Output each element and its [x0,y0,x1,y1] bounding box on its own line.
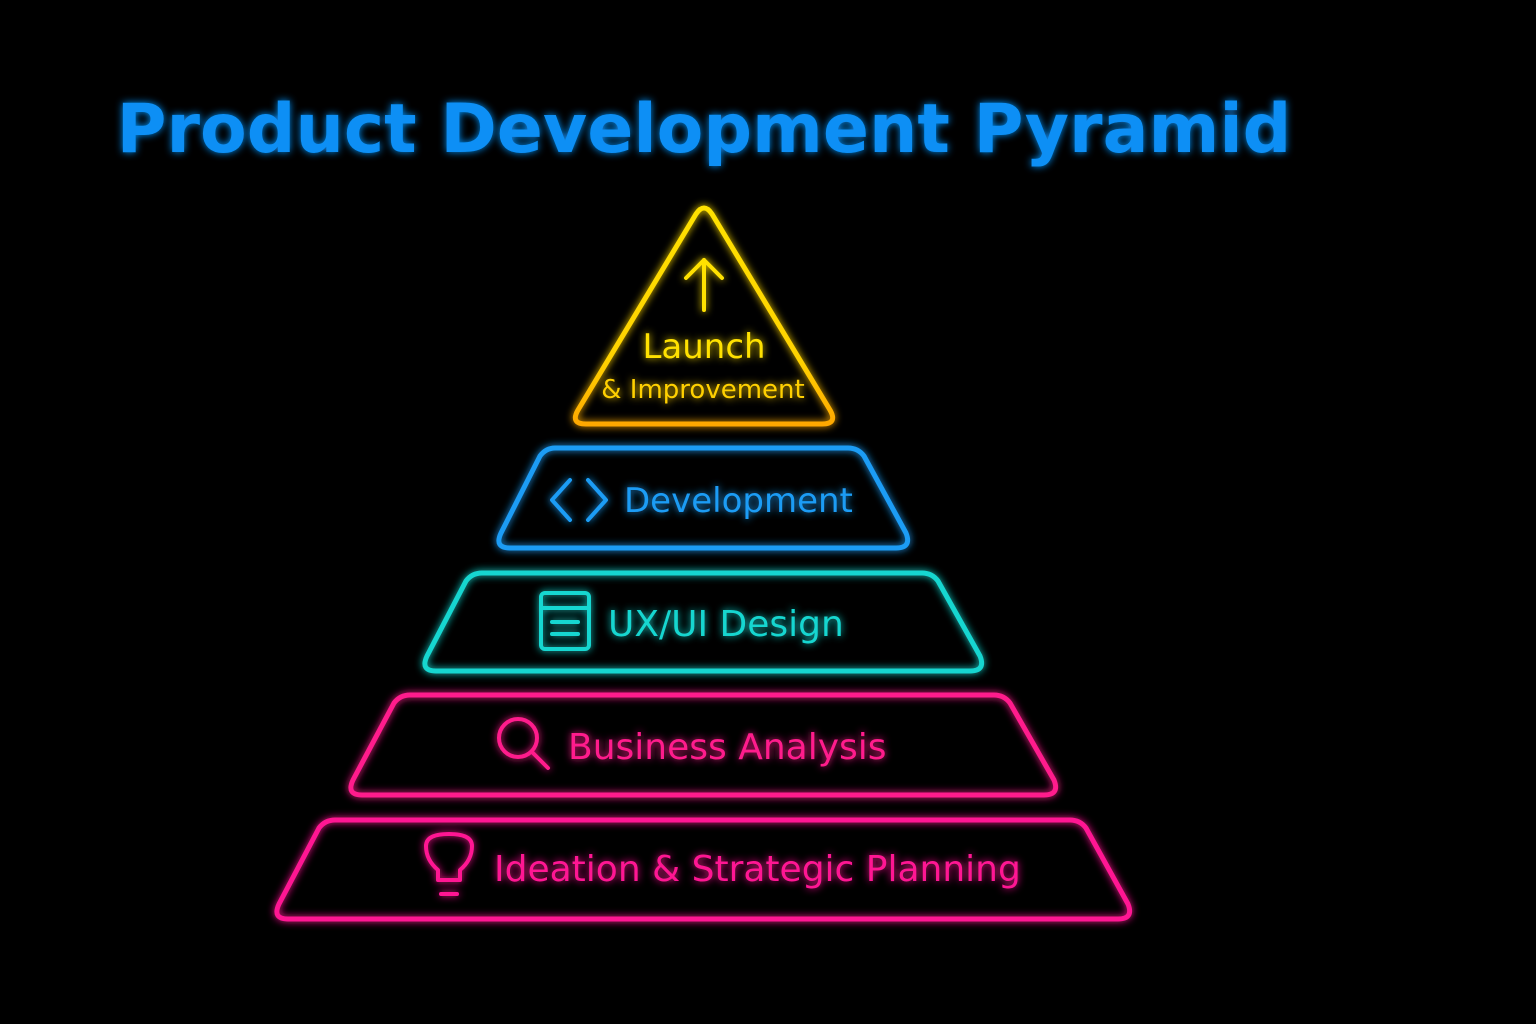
launch-label: Launch [642,327,765,367]
triangle-shape [572,205,836,427]
code-brackets-icon [550,478,608,522]
trapezoid-shape [348,692,1059,798]
arrow-up-icon [684,258,724,312]
trapezoid-shape [274,817,1133,922]
trapezoid-shape [496,445,911,551]
trapezoid-shape [422,570,985,674]
magnifier-icon [497,717,550,770]
lightbulb-icon [424,832,474,896]
launch-sublabel: & Improvement [601,375,804,405]
level-ideation: Ideation & Strategic Planning [274,817,1133,922]
document-icon [539,591,591,651]
business-analysis-label: Business Analysis [568,727,887,768]
level-ux-ui-design: UX/UI Design [422,570,985,674]
page-title: Product Development Pyramid [117,90,1292,169]
level-launch: Launch & Improvement [572,205,836,427]
level-development: Development [496,445,911,551]
ux-ui-design-label: UX/UI Design [608,604,844,645]
development-label: Development [624,481,853,521]
level-business-analysis: Business Analysis [348,692,1059,798]
ideation-label: Ideation & Strategic Planning [494,849,1021,890]
